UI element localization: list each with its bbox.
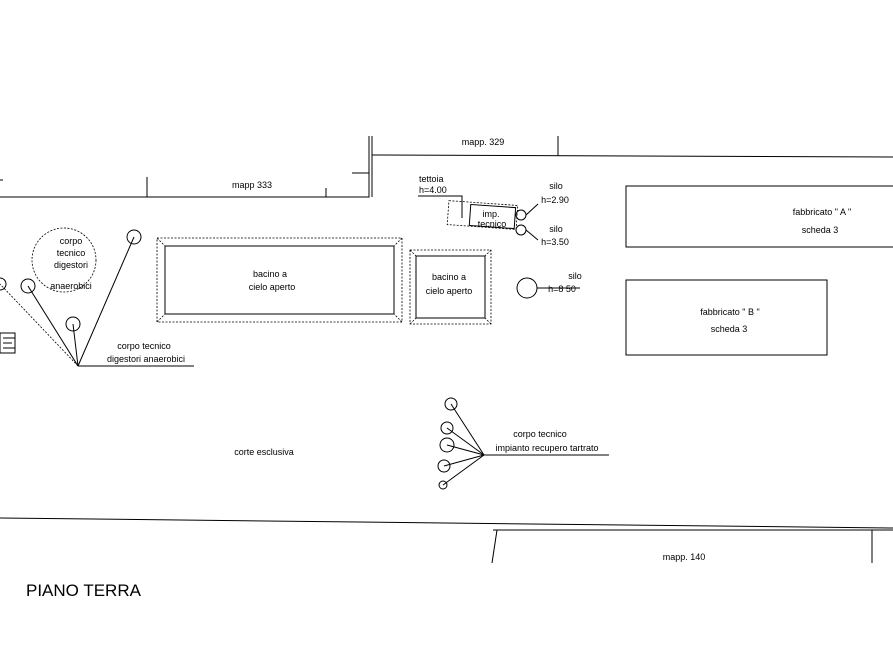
digestori-label-line: corpo — [60, 236, 83, 246]
small-box — [0, 332, 16, 354]
digestore-circle — [31, 227, 97, 293]
silo-1-label: silo — [549, 181, 563, 191]
impianto-tartrato — [437, 397, 609, 490]
digestore-small-circle — [0, 277, 7, 291]
bacino-2-label-line: bacino a — [432, 272, 466, 282]
fabbricato-b-scheda: scheda 3 — [711, 324, 748, 334]
digestore-small-circle — [65, 316, 81, 332]
fabbricato-a — [625, 185, 893, 248]
imp-tecnico-label-line: tecnico — [478, 219, 507, 229]
silo-3-circle — [516, 277, 538, 299]
imp-tecnico-label-line: imp. — [482, 209, 499, 219]
digestori-callout-line: corpo tecnico — [117, 341, 171, 351]
bacino-1-label-line: cielo aperto — [249, 282, 296, 292]
digestore-small-circle — [20, 278, 36, 294]
parcel-140-label: mapp. 140 — [663, 552, 706, 562]
silo-1-circle — [515, 209, 527, 221]
silo-3-height: h=8 50 — [548, 284, 576, 294]
digestori-anaerobici — [0, 227, 194, 367]
tettoia-height-label: h=4.00 — [419, 185, 447, 195]
corte-label: corte esclusiva — [234, 447, 294, 457]
bacino-2-label-line: cielo aperto — [426, 286, 473, 296]
bacino-2 — [409, 249, 492, 325]
fabbricato-b-label: fabbricato " B " — [700, 307, 759, 317]
page-title: PIANO TERRA — [26, 581, 142, 600]
tartrato-callout-line: corpo tecnico — [513, 429, 567, 439]
fabbricato-a-scheda: scheda 3 — [802, 225, 839, 235]
parcel-329-label: mapp. 329 — [462, 137, 505, 147]
tettoia-label: tettoia — [419, 174, 444, 184]
silo-2-label: silo — [549, 224, 563, 234]
silo-3-label: silo — [568, 271, 582, 281]
tartrato-callout-line: impianto recupero tartrato — [495, 443, 598, 453]
silo-1-height: h=2.90 — [541, 195, 569, 205]
boundary-lines — [0, 136, 893, 564]
digestori-label-line: digestori — [54, 260, 88, 270]
bacino-1 — [156, 237, 403, 323]
parcel-333-label: mapp 333 — [232, 180, 272, 190]
digestori-label-line: tecnico — [57, 248, 86, 258]
fabbricato-a-label: fabbricato " A " — [793, 207, 851, 217]
silo-2-height: h=3.50 — [541, 237, 569, 247]
bacino-1-label-line: bacino a — [253, 269, 287, 279]
fabbricato-b — [625, 279, 828, 356]
digestori-callout-line: digestori anaerobici — [107, 354, 185, 364]
digestore-small-circle — [126, 229, 142, 245]
digestori-label-line: anaerobici — [50, 281, 92, 291]
silos — [515, 203, 580, 299]
silo-2-circle — [515, 224, 527, 236]
